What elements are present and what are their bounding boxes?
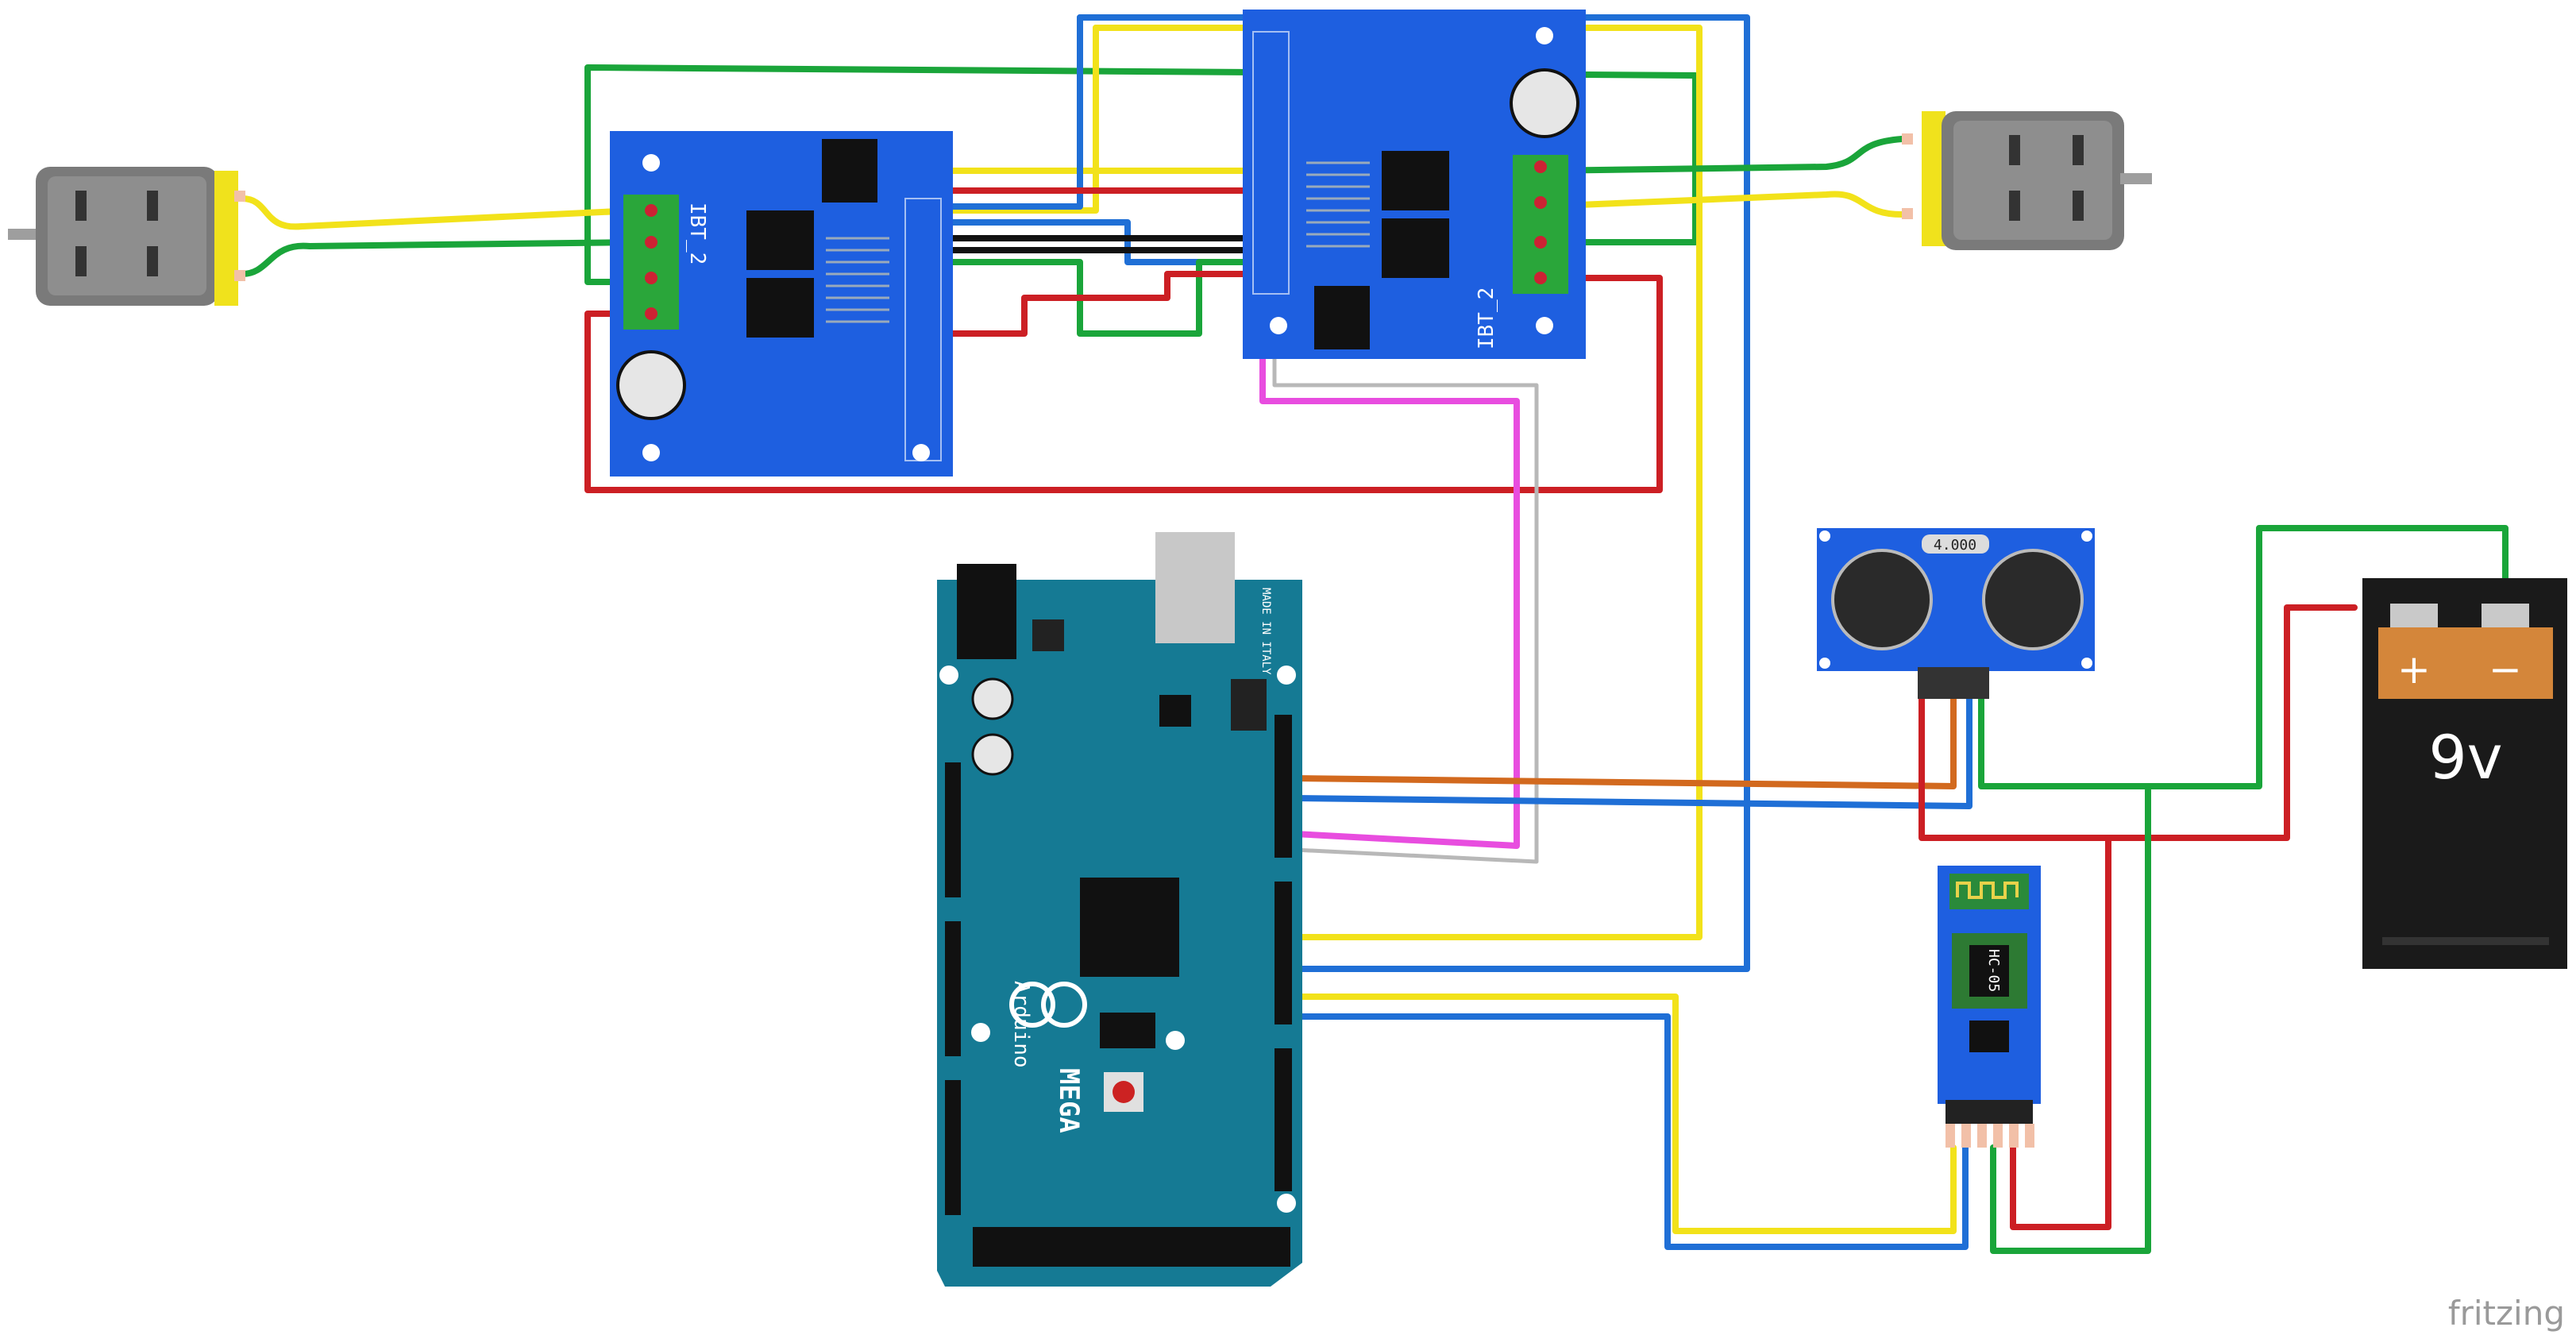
driver-right-label: IBT_2 xyxy=(1475,287,1498,349)
dc-motor-left xyxy=(8,167,245,306)
arduino-brand-label: Arduino xyxy=(1009,981,1033,1068)
wire-blue-echo xyxy=(1291,696,1972,809)
wire-green-motor-right xyxy=(1537,136,1905,174)
wire-yellow-motor-left xyxy=(239,195,638,230)
battery-minus-label: − xyxy=(2489,646,2522,693)
bluetooth-module: HC-05 xyxy=(1938,866,2041,1148)
motor-driver-left: IBT_2 xyxy=(610,131,953,477)
arduino-made-in-label: MADE IN ITALY xyxy=(1259,588,1272,675)
driver-left-label: IBT_2 xyxy=(685,203,709,264)
motor-driver-right: IBT_2 xyxy=(1243,10,1586,359)
wire-green-sensor-gnd xyxy=(1978,525,2509,789)
wire-grey-signal xyxy=(1272,284,1539,864)
dc-motor-right xyxy=(1902,111,2152,250)
wire-orange-trig xyxy=(1291,696,1957,789)
wire-green-motor-left xyxy=(239,239,638,277)
wire-pink-signal xyxy=(1259,283,1520,849)
ultrasonic-sensor: 4.000 xyxy=(1817,528,2095,699)
wire-yellow-bt xyxy=(1291,994,1957,1234)
wire-blue-logic xyxy=(910,14,1258,265)
battery-plus-label: + xyxy=(2397,646,2431,693)
wire-red-bundle-b xyxy=(930,271,1258,337)
wire-blue-bt xyxy=(1291,1013,1969,1250)
wires xyxy=(239,14,2509,1254)
wire-red-driver-power xyxy=(584,275,1663,493)
wire-yellow-motor-right xyxy=(1537,191,1905,218)
battery-9v: + − 9v xyxy=(2362,578,2567,969)
bluetooth-model-label: HC-05 xyxy=(1985,949,2002,992)
fritzing-watermark: fritzing xyxy=(2448,1294,2565,1333)
arduino-model-label: MEGA xyxy=(1053,1068,1085,1133)
arduino-mega: Arduino MEGA MADE IN ITALY xyxy=(937,532,1302,1287)
wire-green-bt xyxy=(1990,787,2151,1254)
sensor-crystal-label: 4.000 xyxy=(1934,537,1976,554)
battery-voltage-label: 9v xyxy=(2428,722,2502,793)
wire-red-bt xyxy=(2010,835,2111,1230)
wire-green-top xyxy=(584,64,1699,285)
wire-green-bundle xyxy=(930,259,1258,337)
wire-red-sensor-vcc xyxy=(1919,604,2358,841)
